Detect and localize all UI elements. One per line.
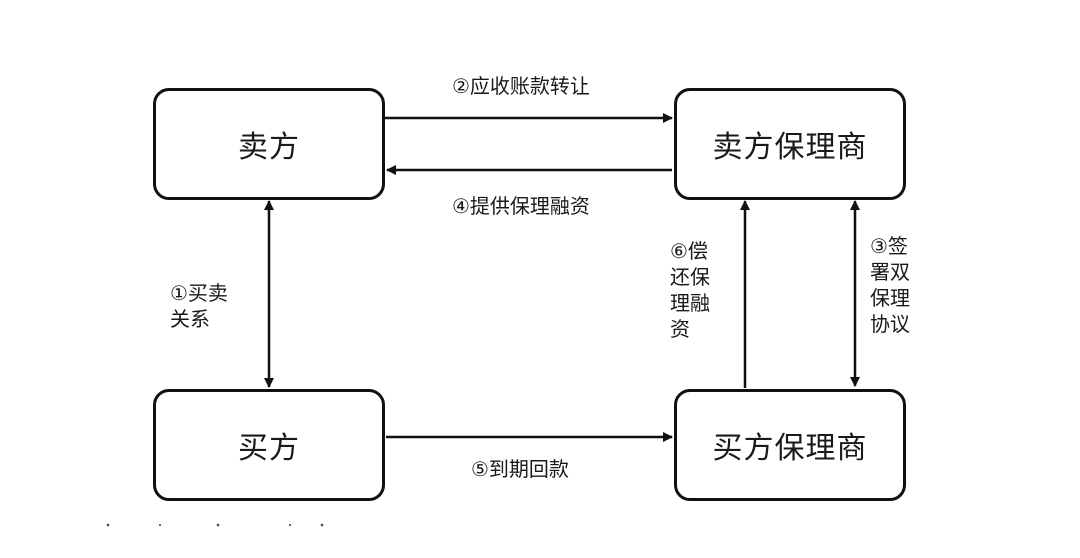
node-seller-factor-label: 卖方保理商 (712, 130, 868, 165)
node-seller-factor: 卖方保理商 (674, 88, 906, 200)
edge-label-dual-factoring-agreement: ③签署双保理协议 (870, 234, 910, 336)
edge-label-trade-relationship: ①买卖关系 (170, 281, 228, 331)
edge-label-receivables-transfer: ②应收账款转让 (452, 74, 590, 98)
node-seller-label: 卖方 (238, 130, 300, 165)
scan-speck-marks (106, 523, 324, 527)
edge-label-payment-at-maturity: ⑤到期回款 (471, 457, 569, 481)
edge-label-factoring-financing: ④提供保理融资 (452, 194, 590, 218)
edge-label-repay-financing: ⑥偿还保理融资 (670, 239, 710, 341)
node-seller: 卖方 (153, 88, 385, 200)
node-buyer-factor-label: 买方保理商 (712, 431, 868, 466)
node-buyer-factor: 买方保理商 (674, 389, 906, 501)
node-buyer: 买方 (153, 389, 385, 501)
node-buyer-label: 买方 (238, 431, 300, 466)
